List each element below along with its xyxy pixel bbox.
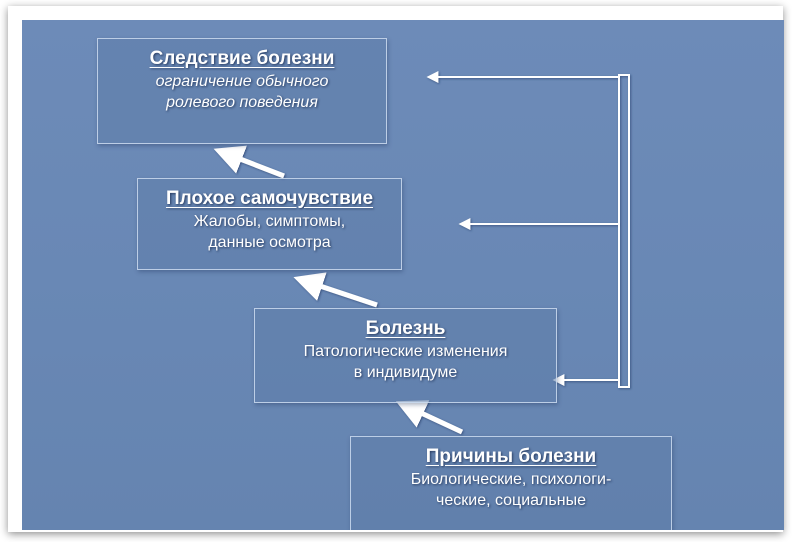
box-title: Болезнь [365,318,446,339]
arrow-feeling-to-consequence [213,145,285,179]
arrow-disease-to-feeling [293,272,378,308]
box-subtitle: Жалобы, симптомы, данные осмотра [193,213,346,251]
box-subtitle: ограничение обычного ролевого поведения [155,73,329,111]
box-disease-causes: Причины болезни Биологические, психологи… [350,436,672,530]
box-disease-consequence: Следствие болезни ограничение обычного р… [97,38,387,144]
box-disease: Болезнь Патологические изменения в индив… [254,308,557,403]
diagram-panel: Следствие болезни ограничение обычного р… [22,20,784,530]
box-subtitle: Патологические изменения в индивидуме [303,343,508,381]
feedback-bracket [426,71,630,388]
box-title: Следствие болезни [149,48,335,69]
box-title: Плохое самочувствие [165,188,374,209]
slide-frame: Следствие болезни ограничение обычного р… [8,6,784,532]
box-poor-wellbeing: Плохое самочувствие Жалобы, симптомы, да… [137,178,402,270]
box-title: Причины болезни [425,446,597,467]
arrows-layer [213,71,630,435]
feedback-bracket-bar [618,74,630,388]
arrow-causes-to-disease [395,400,464,435]
box-subtitle: Биологические, психологи- ческие, социал… [410,471,612,509]
